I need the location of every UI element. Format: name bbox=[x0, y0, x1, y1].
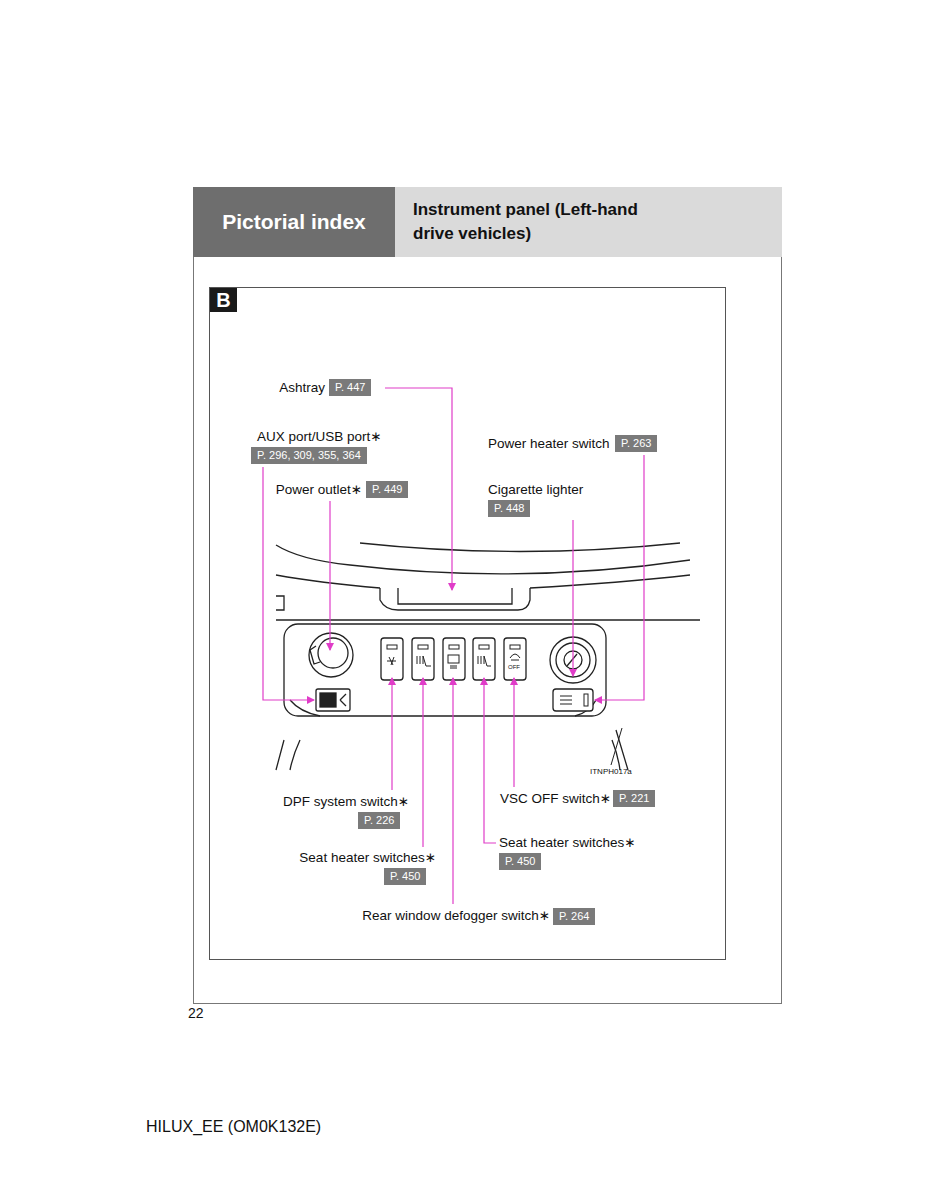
node-text: P. 450 bbox=[390, 870, 420, 882]
callout-label: Seat heater switches∗ bbox=[299, 850, 436, 866]
page-number: 22 bbox=[188, 1005, 204, 1022]
page-ref: P. 263 bbox=[615, 435, 657, 452]
node-text: P. 296, 309, 355, 364 bbox=[257, 449, 361, 461]
node-text: P. 264 bbox=[559, 910, 589, 922]
page-ref: P. 448 bbox=[488, 500, 530, 517]
node-text: P. 447 bbox=[335, 381, 365, 393]
footer-code: HILUX_EE (OM0K132E) bbox=[146, 1117, 321, 1136]
page-ref: P. 450 bbox=[499, 853, 541, 870]
page-ref: P. 450 bbox=[384, 868, 426, 885]
page-ref: P. 449 bbox=[366, 481, 408, 498]
figure-code: ITNPH017a bbox=[590, 767, 632, 777]
page-ref: P. 264 bbox=[553, 908, 595, 925]
callout-label: Power heater switch bbox=[488, 436, 610, 452]
node-text: P. 448 bbox=[494, 502, 524, 514]
node-text: B bbox=[216, 289, 230, 312]
switch-marking: OFF bbox=[508, 664, 520, 671]
node-text: P. 221 bbox=[619, 792, 649, 804]
page-ref: P. 447 bbox=[329, 379, 371, 396]
callout-label: Rear window defogger switch∗ bbox=[362, 908, 550, 924]
header-band: Pictorial index bbox=[193, 187, 395, 257]
node-text: P. 450 bbox=[505, 855, 535, 867]
callout-label: VSC OFF switch∗ bbox=[500, 791, 611, 807]
node-text: Instrument panel (Left-hand drive vehicl… bbox=[413, 198, 643, 246]
callout-label: DPF system switch∗ bbox=[283, 794, 409, 810]
page-ref: P. 296, 309, 355, 364 bbox=[251, 447, 367, 464]
header-band: Instrument panel (Left-hand drive vehicl… bbox=[395, 187, 782, 257]
callout-label: Cigarette lighter bbox=[488, 482, 583, 498]
node-text: P. 263 bbox=[621, 437, 651, 449]
section-badge: B bbox=[210, 288, 237, 312]
node-text: P. 449 bbox=[372, 483, 402, 495]
page-ref: P. 226 bbox=[358, 812, 400, 829]
callout-label: Power outlet∗ bbox=[276, 482, 362, 498]
callout-label: Seat heater switches∗ bbox=[499, 835, 636, 851]
node-text: Pictorial index bbox=[222, 210, 366, 234]
callout-label: AUX port/USB port∗ bbox=[257, 429, 382, 445]
node-text: P. 226 bbox=[364, 814, 394, 826]
page-ref: P. 221 bbox=[613, 790, 655, 807]
callout-label: Ashtray bbox=[279, 380, 325, 396]
